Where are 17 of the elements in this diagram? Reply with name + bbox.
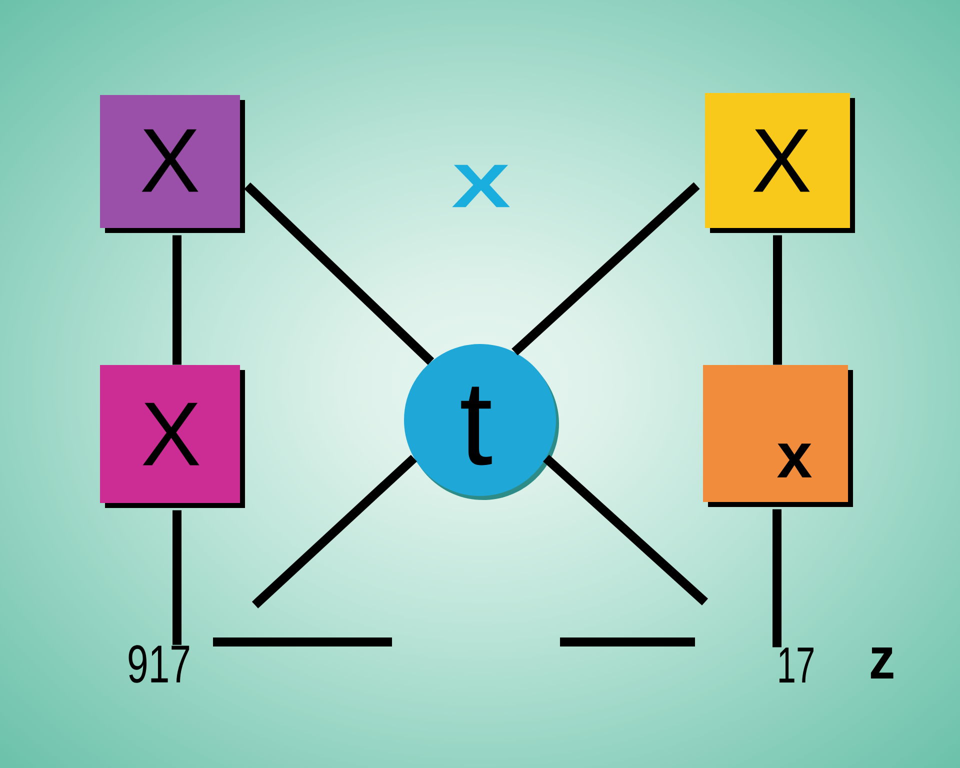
connector-line bbox=[244, 182, 434, 365]
circle-node: t bbox=[404, 344, 559, 500]
connector-line bbox=[172, 235, 182, 365]
connector-line bbox=[252, 454, 418, 608]
letter-box: X bbox=[705, 93, 855, 233]
number-label: 917 bbox=[128, 645, 190, 683]
connector-line bbox=[772, 509, 782, 648]
connector-line bbox=[172, 510, 182, 645]
letter-label: z bbox=[870, 648, 894, 678]
connector-line bbox=[543, 454, 708, 606]
letter-label: X bbox=[452, 164, 510, 208]
connector-line bbox=[773, 235, 782, 365]
connector-line bbox=[512, 182, 700, 356]
number-label: 17 bbox=[779, 648, 814, 682]
letter-box: x bbox=[703, 365, 853, 507]
letter-box: X bbox=[100, 365, 245, 508]
letter-box: X bbox=[100, 95, 245, 233]
